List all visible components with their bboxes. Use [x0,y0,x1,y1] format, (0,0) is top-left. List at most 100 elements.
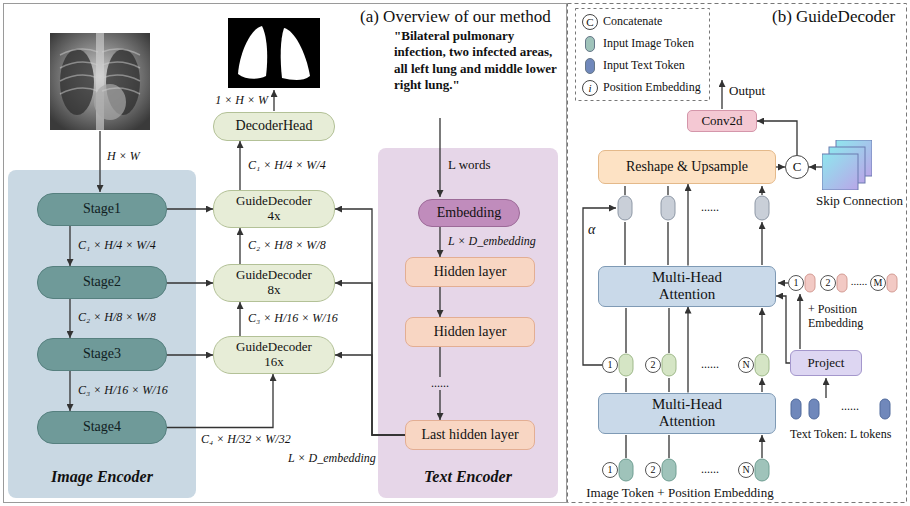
output-token [661,196,675,220]
legend-swatch [585,36,595,52]
node-label: C [793,160,802,175]
dimension-label: L × D_embedding [448,235,536,249]
flow-arrow [721,80,722,109]
attention-box: Multi-Head Attention [598,266,776,307]
connector [335,355,405,435]
node-label: Hidden layer [434,264,507,280]
layer-box: Hidden layer [405,257,535,287]
dimension-label: C₂ × H/8 × W/8 [248,239,326,253]
dimension-label: C₃ × H/16 × W/16 [248,312,338,326]
dimension-label: C₄ × H/32 × W/32 [201,433,291,447]
ellipsis: ...... [841,400,859,414]
token-index: N [742,359,749,371]
mask-image [228,18,320,88]
stage-box: Stage2 [37,266,167,299]
text-token [887,274,897,292]
panel-title: Image Encoder [8,468,196,486]
image-token [662,354,676,376]
xray-lung [60,49,94,115]
connector [167,282,213,283]
flow-arrow [439,118,440,197]
stage-box: Stage4 [37,411,167,444]
position-circle [646,463,661,478]
output-token [618,196,632,220]
node-label: Multi-Head Attention [637,269,737,304]
node-label: Multi-Head Attention [637,396,737,431]
caption-label: + Position Embedding [808,303,904,331]
layer-box: Hidden layer [405,317,535,347]
dimension-label: H × W [107,150,140,164]
embedding-box: Embedding [418,199,520,227]
stage-box: Stage3 [37,338,167,371]
token-index: 1 [608,359,613,371]
text-token [805,274,815,292]
node-label: DecoderHead [236,118,313,134]
node-label: Hidden layer [434,324,507,340]
dimension-label: C₁ × H/4 × W/4 [78,239,156,253]
connector [439,227,440,257]
node-label: Stage1 [83,201,121,217]
conv-box: Conv2d [687,110,757,132]
connector [167,208,213,209]
image-token [755,459,769,481]
concat-circle: C [785,155,809,179]
mask-lung [281,28,310,80]
node-caption: Skip Connection [816,194,903,209]
node-label: Project [808,356,845,371]
layer-box: Last hidden layer [405,420,535,450]
text-token [809,399,819,419]
weight-symbol: α [588,222,595,238]
node-label: GuideDecoder 4x [228,194,320,224]
token-row [603,459,770,481]
dimension-label: C₃ × H/16 × W/16 [78,384,168,398]
node-label: Stage2 [83,274,121,290]
connector [239,141,240,190]
position-circle [739,358,754,373]
text-token [880,399,890,419]
dimension-label: C₂ × H/8 × W/8 [78,311,156,325]
panel-title: (b) GuideDecoder [772,7,895,27]
position-circle [821,276,836,291]
feature-map [822,154,858,190]
flow-arrow [626,308,762,353]
ellipsis: ...... [701,201,719,215]
connector [335,209,405,435]
node-label: Conv2d [701,114,742,129]
flow-arrow [625,222,762,265]
token-row [618,196,769,220]
ellipsis: ...... [851,275,868,288]
connector [69,371,70,411]
node-label: Stage4 [83,419,121,435]
encoder-panel: Image Encoder Stage1Stage2Stage3Stage4 [8,170,196,498]
flow-arrows [100,80,826,458]
decoder-head: DecoderHead [213,112,335,141]
text-token [791,399,801,419]
dimension-label: C₁ × H/4 × W/4 [248,159,326,173]
position-circle [603,463,618,478]
token-row [791,399,890,419]
image-token [619,459,633,481]
node-label: Embedding [437,205,502,221]
dimension-label: 1 × H × W [215,94,268,108]
symbol-letter: C [586,16,593,29]
text-token [837,274,847,292]
panel-frame [568,4,907,503]
legend-text: Input Text Token [603,59,685,73]
connector [439,287,440,317]
feature-stack [822,140,872,190]
node-label: Reshape & Upsample [626,159,748,175]
connector [776,296,790,363]
panel-frame [4,4,567,503]
connector [687,184,688,266]
output-label: Output [729,84,765,99]
position-circle [739,463,754,478]
legend-text: Position Embedding [603,81,701,95]
ellipsis: ...... [701,463,719,477]
dimension-label: L words [448,158,491,173]
skip-stack: Skip Connection [822,140,872,190]
flow-arrow [626,378,762,392]
connector [69,299,70,338]
token-index: 1 [794,277,799,289]
flow-arrow [273,90,274,111]
